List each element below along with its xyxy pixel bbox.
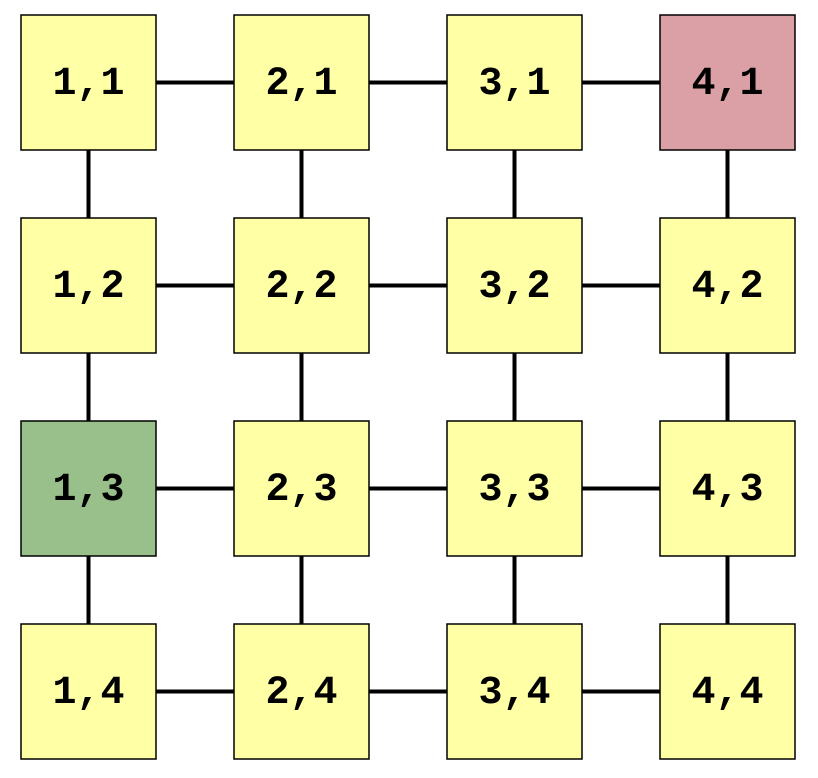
grid-cell-label: 4,1 [691, 62, 763, 107]
grid-cell-box [20, 623, 157, 760]
grid-cell-label: 1,1 [52, 62, 124, 107]
grid-cell-box [233, 623, 370, 760]
edges-layer [86, 80, 730, 694]
grid-cell-1-4: 1,4 [20, 623, 157, 760]
grid-cell-label: 2,4 [265, 671, 337, 716]
grid-cell-4-3: 4,3 [659, 420, 796, 557]
grid-cell-4-4: 4,4 [659, 623, 796, 760]
grid-cell-box [659, 420, 796, 557]
grid-cell-box [446, 420, 583, 557]
grid-cell-box [659, 623, 796, 760]
grid-cell-3-2: 3,2 [446, 217, 583, 354]
grid-cell-label: 2,2 [265, 265, 337, 310]
grid-cell-box [20, 14, 157, 151]
grid-cell-label: 3,4 [478, 671, 550, 716]
grid-cell-box [659, 14, 796, 151]
grid-cell-label: 3,3 [478, 468, 550, 513]
grid-cell-box [659, 217, 796, 354]
grid-cell-label: 4,2 [691, 265, 763, 310]
grid-cell-4-2: 4,2 [659, 217, 796, 354]
grid-cell-1-3: 1,3 [20, 420, 157, 557]
grid-cell-1-2: 1,2 [20, 217, 157, 354]
grid-cell-box [233, 217, 370, 354]
grid-cell-box [446, 217, 583, 354]
grid-cell-2-1: 2,1 [233, 14, 370, 151]
grid-cell-3-3: 3,3 [446, 420, 583, 557]
nodes-layer: 1,1 2,1 3,1 4,1 1,2 2,2 3,2 4,2 1,3 2,3 3,3 4,3 1,4 2… [20, 14, 796, 760]
grid-cell-label: 4,4 [691, 671, 763, 716]
grid-cell-label: 1,2 [52, 265, 124, 310]
grid-cell-2-3: 2,3 [233, 420, 370, 557]
grid-cell-label: 3,1 [478, 62, 550, 107]
grid-cell-label: 4,3 [691, 468, 763, 513]
grid-cell-box [446, 14, 583, 151]
grid-cell-label: 2,1 [265, 62, 337, 107]
grid-cell-box [446, 623, 583, 760]
grid-cell-label: 2,3 [265, 468, 337, 513]
grid-cell-3-1: 3,1 [446, 14, 583, 151]
grid-cell-label: 1,3 [52, 468, 124, 513]
grid-cell-2-2: 2,2 [233, 217, 370, 354]
grid-cell-2-4: 2,4 [233, 623, 370, 760]
grid-cell-box [233, 420, 370, 557]
grid-cell-box [20, 217, 157, 354]
grid-cell-box [233, 14, 370, 151]
grid-cell-4-1: 4,1 [659, 14, 796, 151]
grid-cell-3-4: 3,4 [446, 623, 583, 760]
grid-cell-label: 3,2 [478, 265, 550, 310]
grid-cell-label: 1,4 [52, 671, 124, 716]
grid-cell-box [20, 420, 157, 557]
grid-cell-1-1: 1,1 [20, 14, 157, 151]
